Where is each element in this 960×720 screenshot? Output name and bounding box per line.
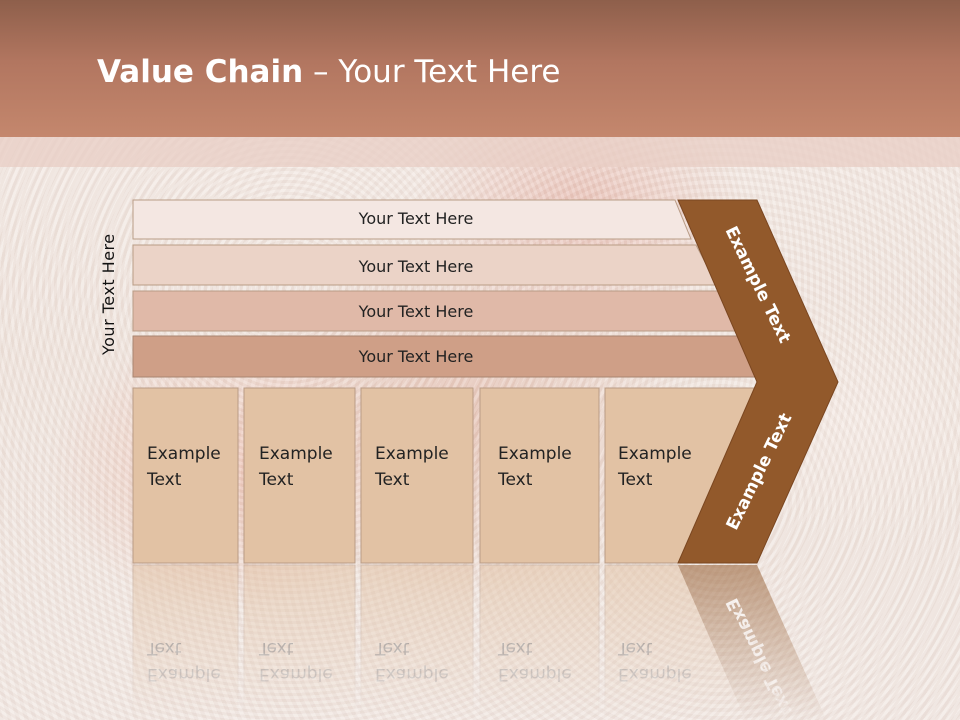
column-4-line1: Example bbox=[498, 444, 572, 464]
title-rest: – Your Text Here bbox=[303, 54, 561, 90]
band-1-label: Your Text Here bbox=[358, 209, 474, 228]
title-subband bbox=[0, 137, 960, 167]
band-2-label: Your Text Here bbox=[358, 257, 474, 276]
reflection-col-2-line1: Example bbox=[259, 664, 333, 684]
chevron-shape bbox=[677, 199, 839, 564]
column-5-line1: Example bbox=[618, 444, 692, 464]
column-2-line2: Text bbox=[258, 470, 294, 490]
band-group: Your Text Here Your Text Here Your Text … bbox=[132, 199, 765, 378]
column-3-line2: Text bbox=[374, 470, 410, 490]
reflection-col-4-line1: Example bbox=[498, 664, 572, 684]
reflection-col-2-line2: Text bbox=[258, 638, 294, 658]
reflection-col-3-line1: Example bbox=[375, 664, 449, 684]
reflection-col-4-line2: Text bbox=[497, 638, 533, 658]
reflection-col-5-line1: Example bbox=[618, 664, 692, 684]
reflection-col-1-line2: Text bbox=[146, 638, 182, 658]
diagram-reflection: Example Text Example Text Example Text E… bbox=[132, 564, 827, 720]
column-5-line2: Text bbox=[617, 470, 653, 490]
column-1-line1: Example bbox=[147, 444, 221, 464]
column-3-line1: Example bbox=[375, 444, 449, 464]
column-1-line2: Text bbox=[146, 470, 182, 490]
column-2 bbox=[243, 387, 356, 564]
chevron-arrow: Example Text Example Text bbox=[677, 199, 839, 564]
title-bar bbox=[0, 0, 960, 137]
column-3 bbox=[360, 387, 474, 564]
reflection-col-1-line1: Example bbox=[147, 664, 221, 684]
reflection-col-5-line2: Text bbox=[617, 638, 653, 658]
column-4-line2: Text bbox=[497, 470, 533, 490]
band-4-label: Your Text Here bbox=[358, 347, 474, 366]
title-bold: Value Chain bbox=[97, 54, 304, 90]
column-group: Example Text Example Text Example Text E… bbox=[132, 387, 762, 564]
band-3-label: Your Text Here bbox=[358, 302, 474, 321]
column-4 bbox=[479, 387, 600, 564]
column-2-line1: Example bbox=[259, 444, 333, 464]
slide-title: Value Chain – Your Text Here bbox=[97, 54, 560, 90]
band-1 bbox=[132, 199, 692, 240]
column-1 bbox=[132, 387, 239, 564]
reflection-col-3-line2: Text bbox=[374, 638, 410, 658]
